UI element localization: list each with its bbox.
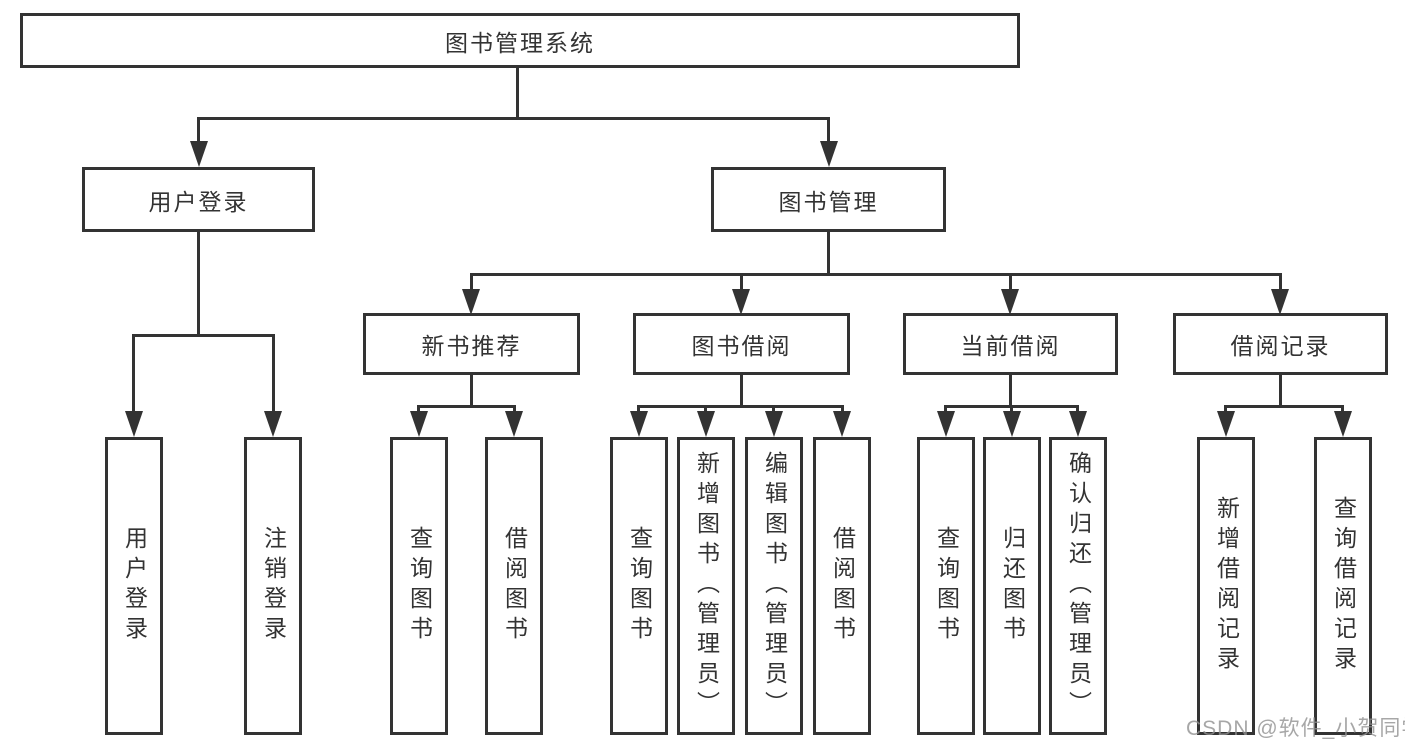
arrow-down-icon <box>1069 411 1087 437</box>
leaf-query-books-borrow: 查询图书 <box>610 437 668 735</box>
arrow-down-icon <box>410 411 428 437</box>
connector-line <box>841 405 844 415</box>
connector-line <box>1341 405 1344 415</box>
connector-line <box>513 405 516 415</box>
arrow-down-icon <box>125 411 143 437</box>
connector-line <box>197 232 200 336</box>
connector-line <box>1224 405 1227 415</box>
node-user-login: 用户登录 <box>82 167 315 232</box>
node-book-borrowing: 图书借阅 <box>633 313 850 375</box>
leaf-user-login: 用户登录 <box>105 437 163 735</box>
arrow-down-icon <box>1217 411 1235 437</box>
connector-line <box>704 405 707 415</box>
leaf-confirm-return-admin: 确认归还（管理员） <box>1049 437 1107 735</box>
leaf-query-books-recommend: 查询图书 <box>390 437 448 735</box>
arrow-down-icon <box>505 411 523 437</box>
connector-line <box>516 68 519 120</box>
connector-line <box>272 334 275 416</box>
connector-line <box>132 334 135 416</box>
arrow-down-icon <box>264 411 282 437</box>
connector-line <box>827 117 830 147</box>
arrow-down-icon <box>462 289 480 315</box>
connector-line <box>470 273 473 291</box>
connector-line <box>132 334 275 337</box>
connector-line <box>417 405 420 415</box>
connector-line <box>827 232 830 275</box>
connector-line <box>197 117 830 120</box>
connector-line <box>740 375 743 407</box>
arrow-down-icon <box>190 141 208 167</box>
node-current-borrowing: 当前借阅 <box>903 313 1118 375</box>
connector-line <box>1076 405 1079 415</box>
connector-line <box>197 117 200 147</box>
connector-line <box>1009 375 1012 407</box>
leaf-query-books-current: 查询图书 <box>917 437 975 735</box>
watermark: CSDN @软件_小贺同学 <box>1186 717 1405 740</box>
connector-line <box>740 273 743 291</box>
connector-line <box>772 405 775 415</box>
node-new-book-recommendation: 新书推荐 <box>363 313 580 375</box>
connector-line <box>470 375 473 407</box>
connector-line <box>1279 273 1282 291</box>
node-library-management-system: 图书管理系统 <box>20 13 1020 68</box>
connector-line <box>944 405 947 415</box>
arrow-down-icon <box>1334 411 1352 437</box>
connector-line <box>1279 375 1282 407</box>
connector-line <box>1224 405 1344 408</box>
arrow-down-icon <box>1003 411 1021 437</box>
leaf-borrow-books-borrow: 借阅图书 <box>813 437 871 735</box>
connector-line <box>1009 273 1012 291</box>
leaf-edit-books-admin: 编辑图书（管理员） <box>745 437 803 735</box>
leaf-add-books-admin: 新增图书（管理员） <box>677 437 735 735</box>
arrow-down-icon <box>833 411 851 437</box>
arrow-down-icon <box>1271 289 1289 315</box>
arrow-down-icon <box>765 411 783 437</box>
leaf-add-borrow-record: 新增借阅记录 <box>1197 437 1255 735</box>
leaf-return-books: 归还图书 <box>983 437 1041 735</box>
arrow-down-icon <box>630 411 648 437</box>
node-borrowing-records: 借阅记录 <box>1173 313 1388 375</box>
arrow-down-icon <box>1001 289 1019 315</box>
leaf-borrow-books-recommend: 借阅图书 <box>485 437 543 735</box>
node-book-management: 图书管理 <box>711 167 946 232</box>
connector-line <box>637 405 640 415</box>
arrow-down-icon <box>937 411 955 437</box>
arrow-down-icon <box>697 411 715 437</box>
arrow-down-icon <box>820 141 838 167</box>
connector-line <box>1010 405 1013 415</box>
connector-line <box>470 273 1282 276</box>
leaf-logout: 注销登录 <box>244 437 302 735</box>
leaf-query-borrow-record: 查询借阅记录 <box>1314 437 1372 735</box>
connector-line <box>637 405 844 408</box>
connector-line <box>417 405 516 408</box>
arrow-down-icon <box>732 289 750 315</box>
